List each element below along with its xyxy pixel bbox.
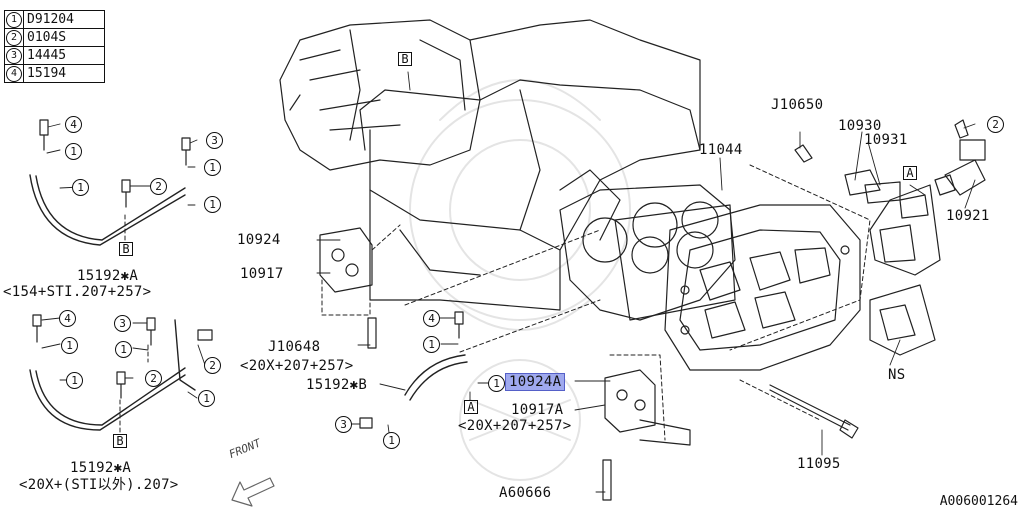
part-label-15192a-top[interactable]: 15192✱A: [77, 268, 139, 284]
dashed-guides: [119, 164, 871, 441]
callout-1: 1: [72, 179, 89, 196]
callout-4: 4: [59, 310, 76, 327]
head-gasket-drawing: [559, 184, 736, 321]
part-label-11044[interactable]: 11044: [699, 142, 743, 158]
part-label-10921[interactable]: 10921: [946, 208, 990, 224]
callout-1: 1: [65, 143, 82, 160]
callout-2: 2: [987, 116, 1004, 133]
callout-1: 1: [198, 390, 215, 407]
ref-box-b: B: [119, 242, 133, 256]
bolt-drawings: [32, 119, 969, 501]
part-label-10917a-models: <20X+207+257>: [458, 418, 572, 434]
legend-row: 3 14445: [4, 46, 105, 65]
part-label-10917a[interactable]: 10917A: [511, 402, 564, 418]
part-label-15192a-top-models: <154+STI.207+257>: [3, 284, 152, 300]
callout-1: 1: [61, 337, 78, 354]
callout-1: 1: [115, 341, 132, 358]
part-label-j10648[interactable]: J10648: [268, 339, 321, 355]
callout-4: 4: [65, 116, 82, 133]
part-label-10924[interactable]: 10924: [237, 232, 281, 248]
part-label-j10650[interactable]: J10650: [771, 97, 824, 113]
oil-pipe-drawing: [29, 174, 468, 431]
legend-table: 1 D91204 2 0104S 3 14445 4 15194: [4, 10, 105, 83]
callout-2: 2: [150, 178, 167, 195]
ref-box-b: B: [398, 52, 412, 66]
callout-4: 4: [423, 310, 440, 327]
legend-row: 4 15194: [4, 64, 105, 83]
legend-number: 4: [6, 66, 22, 82]
callout-3: 3: [114, 315, 131, 332]
callout-2: 2: [204, 357, 221, 374]
front-arrow-icon: [231, 477, 275, 507]
part-label-10930[interactable]: 10930: [838, 118, 882, 134]
ref-box-a: A: [903, 166, 917, 180]
part-label-j10648-models: <20X+207+257>: [240, 358, 354, 374]
callout-2: 2: [145, 370, 162, 387]
legend-row: 2 0104S: [4, 28, 105, 47]
callout-1: 1: [204, 196, 221, 213]
legend-code: 0104S: [23, 28, 105, 47]
callout-3: 3: [206, 132, 223, 149]
legend-code: 14445: [23, 46, 105, 65]
part-label-10917[interactable]: 10917: [240, 266, 284, 282]
callout-1: 1: [383, 432, 400, 449]
callout-3: 3: [335, 416, 352, 433]
cam-cover-drawing: [844, 139, 986, 356]
callout-1: 1: [204, 159, 221, 176]
legend-code: D91204: [23, 10, 105, 29]
part-label-15192a-bottom-models: <20X+(STI以外).207>: [19, 477, 179, 493]
legend-code: 15194: [23, 64, 105, 83]
part-label-10924a[interactable]: 10924A: [505, 373, 566, 391]
part-label-10931[interactable]: 10931: [864, 132, 908, 148]
callout-1: 1: [66, 372, 83, 389]
legend-number: 2: [6, 30, 22, 46]
part-label-15192b[interactable]: 15192✱B: [306, 377, 368, 393]
legend-number: 3: [6, 48, 22, 64]
ref-box-a: A: [464, 400, 478, 414]
solenoid-valve-drawing: [319, 227, 691, 446]
part-label-11095[interactable]: 11095: [797, 456, 841, 472]
catalog-id: A006001264: [939, 494, 1018, 509]
callout-1: 1: [488, 375, 505, 392]
legend-row: 1 D91204: [4, 10, 105, 29]
part-label-15192a-bottom[interactable]: 15192✱A: [70, 460, 132, 476]
callout-1: 1: [423, 336, 440, 353]
engine-block-drawing: [279, 19, 701, 311]
part-label-ns: NS: [888, 367, 906, 383]
cylinder-head-drawing: [664, 204, 861, 371]
ref-box-b: B: [113, 434, 127, 448]
part-label-a60666[interactable]: A60666: [499, 485, 552, 501]
legend-number: 1: [6, 12, 22, 28]
